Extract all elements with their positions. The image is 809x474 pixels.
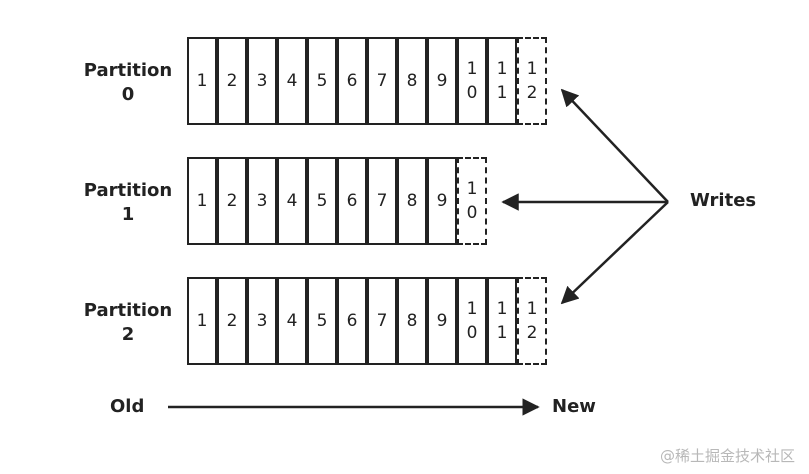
- offset-cell: 9: [427, 37, 457, 125]
- partition-2-label: Partition 2: [83, 300, 173, 345]
- offset-cell: 2: [217, 277, 247, 365]
- old-label: Old: [110, 396, 145, 417]
- offset-cell: 5: [307, 277, 337, 365]
- offset-cell: 8: [397, 37, 427, 125]
- offset-cell: 9: [427, 157, 457, 245]
- offset-cell: 1: [187, 37, 217, 125]
- offset-cell: 1: [187, 157, 217, 245]
- offset-cell: 3: [247, 37, 277, 125]
- offset-cell: 3: [247, 157, 277, 245]
- offset-cell: 6: [337, 157, 367, 245]
- offset-cell: 6: [337, 37, 367, 125]
- offset-cell: 7: [367, 277, 397, 365]
- offset-cell: 8: [397, 157, 427, 245]
- offset-cell: 4: [277, 37, 307, 125]
- partition-1-label: Partition 1: [83, 180, 173, 225]
- offset-cell: 4: [277, 157, 307, 245]
- offset-cell: 5: [307, 37, 337, 125]
- write-arrow-partition-2: [560, 201, 669, 305]
- offset-cell: 2: [217, 37, 247, 125]
- offset-cell: 5: [307, 157, 337, 245]
- offset-cell: 4: [277, 277, 307, 365]
- offset-cell: 7: [367, 37, 397, 125]
- partition-0-label: Partition 0: [83, 60, 173, 105]
- offset-cell: 6: [337, 277, 367, 365]
- write-arrow-partition-0: [560, 88, 669, 203]
- watermark: @稀土掘金技术社区: [659, 447, 795, 465]
- offset-cell: 3: [247, 277, 277, 365]
- offset-cell: 8: [397, 277, 427, 365]
- writes-label: Writes: [690, 190, 757, 211]
- offset-cell: 1: [187, 277, 217, 365]
- offset-cell: 7: [367, 157, 397, 245]
- offset-cell: 2: [217, 157, 247, 245]
- new-label: New: [552, 396, 596, 417]
- offset-cell: 9: [427, 277, 457, 365]
